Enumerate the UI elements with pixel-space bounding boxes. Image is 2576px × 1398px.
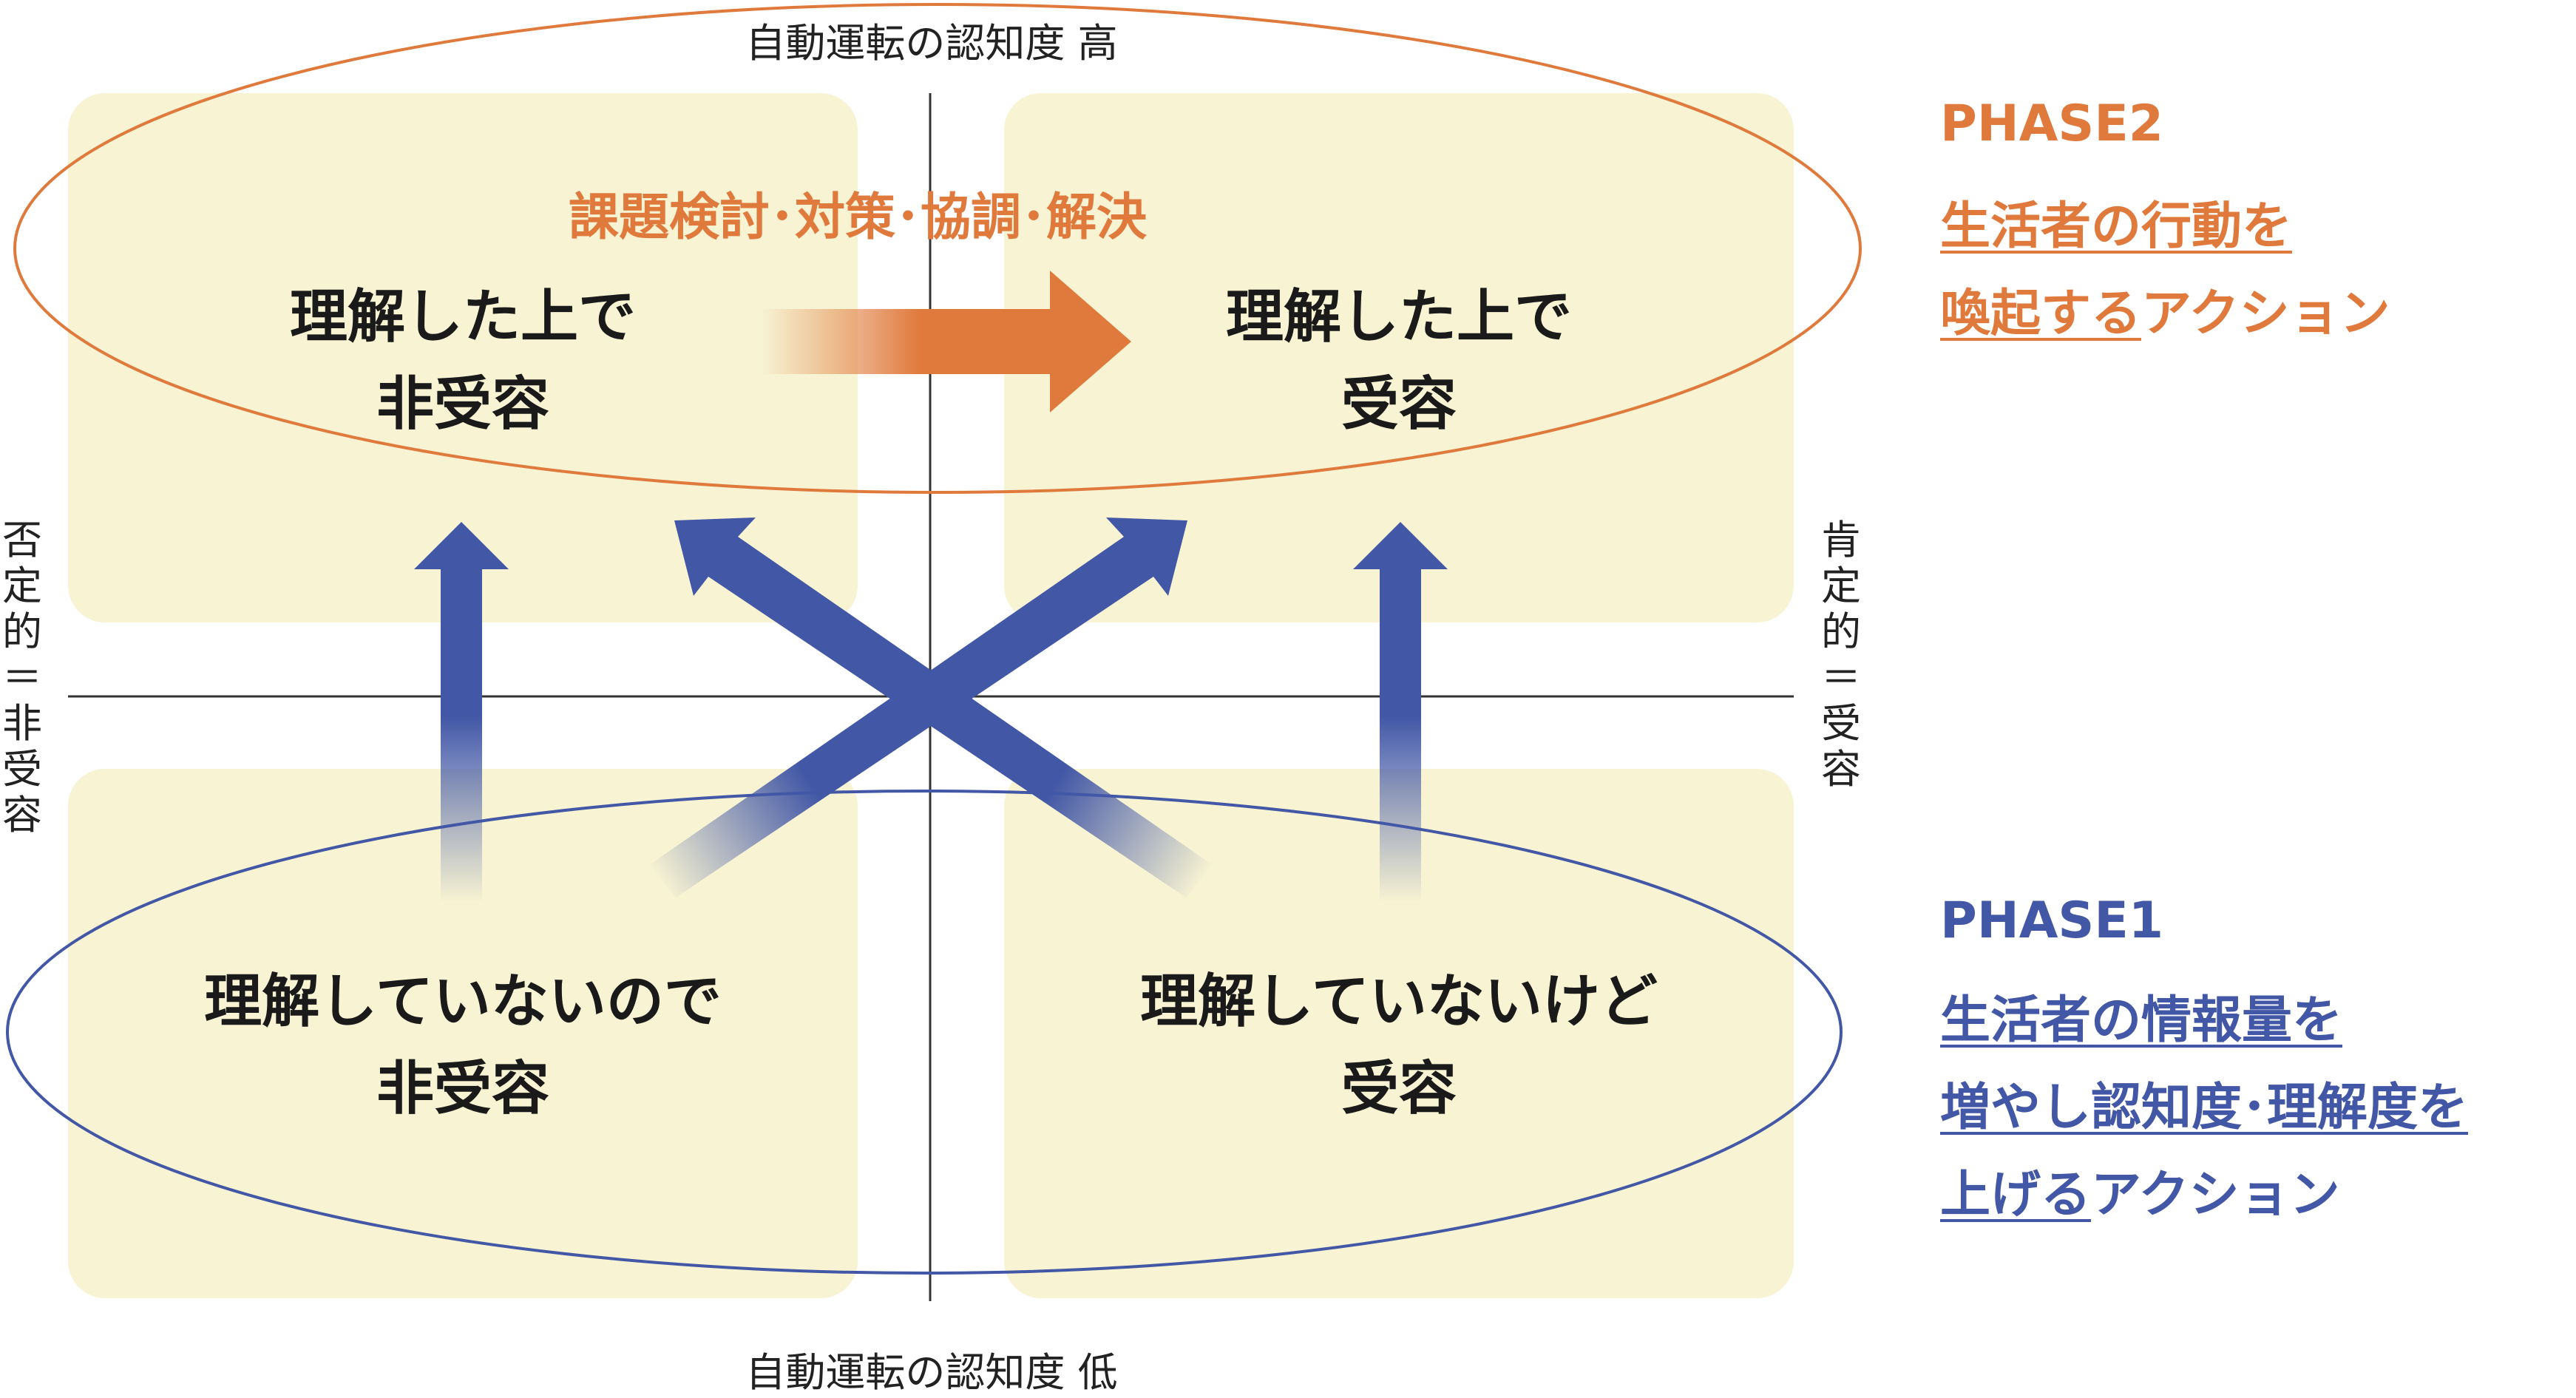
axis-left-char: 定 (2, 563, 42, 609)
quadrant-label-bottom-left: 理解していないので 非受容 (68, 958, 858, 1133)
axis-right-char: 定 (1821, 563, 1861, 609)
phase2-title: PHASE2 (1940, 95, 2164, 153)
quadrant-label-top-left: 理解した上で 非受容 (68, 274, 858, 448)
phase2-desc-underlined: 喚起する (1940, 285, 2142, 343)
blue-up-arrow-left (414, 522, 509, 902)
axis-left-char: 受 (2, 746, 42, 793)
quadrant-label-line: 理解した上で (289, 284, 636, 350)
axis-label-left: 否 定 的 ＝ 非 受 容 (0, 518, 44, 838)
quadrant-label-line: 理解した上で (1225, 284, 1572, 350)
phase1-ellipse (6, 790, 1843, 1275)
phase2-desc-plain: アクション (2141, 285, 2390, 343)
axis-left-char: 非 (2, 700, 42, 747)
phase2-task-label: 課題検討･対策･協調･解決 (568, 189, 1147, 247)
axis-label-right: 肯 定 的 ＝ 受 容 (1819, 518, 1863, 793)
phase1-title: PHASE1 (1940, 892, 2164, 950)
axis-right-char: 肯 (1821, 517, 1861, 563)
quadrant-label-line: 理解していないので (204, 968, 722, 1035)
axis-left-char: 容 (2, 792, 42, 838)
phase2-desc-underlined: 生活者の行動を (1940, 197, 2293, 256)
phase1-desc-line: 増やし認知度･理解度を (1940, 1065, 2468, 1152)
quadrant-label-line: 受容 (1340, 1056, 1457, 1122)
blue-diagonal-arrow-upper-right (649, 518, 1187, 897)
axis-label-bottom: 自動運転の認知度 低 (745, 1349, 1118, 1396)
phase1-description: 生活者の情報量を 増やし認知度･理解度を 上げるアクション (1940, 977, 2468, 1239)
quadrant-label-line: 非受容 (376, 371, 549, 438)
axis-left-char: 否 (2, 517, 42, 563)
phase1-desc-plain: アクション (2091, 1166, 2340, 1224)
axis-label-top: 自動運転の認知度 高 (745, 20, 1118, 67)
axis-right-char: 容 (1821, 746, 1861, 793)
orange-right-arrow (762, 271, 1131, 413)
axis-right-char: 的 (1821, 608, 1861, 655)
phase2-desc-line: 喚起するアクション (1940, 271, 2390, 358)
quadrant-label-bottom-right: 理解していないけど 受容 (1004, 958, 1794, 1133)
phase1-desc-underlined: 増やし認知度･理解度を (1940, 1079, 2469, 1137)
phase2-description: 生活者の行動を 喚起するアクション (1940, 183, 2390, 358)
phase2-desc-line: 生活者の行動を (1940, 183, 2390, 271)
quadrant-label-line: 非受容 (376, 1056, 549, 1122)
blue-up-arrow-right (1353, 522, 1448, 902)
quadrant-label-line: 理解していないけど (1140, 968, 1658, 1035)
phase1-desc-underlined: 生活者の情報量を (1940, 991, 2343, 1050)
axis-left-char: 的 (2, 608, 42, 655)
axis-left-char: ＝ (2, 654, 42, 701)
quadrant-label-line: 受容 (1340, 371, 1457, 438)
axis-right-char: 受 (1821, 700, 1861, 747)
phase1-desc-line: 上げるアクション (1940, 1152, 2468, 1239)
phase2-ellipse (13, 3, 1862, 494)
quadrant-label-top-right: 理解した上で 受容 (1004, 274, 1794, 448)
phase1-desc-underlined: 上げる (1940, 1166, 2092, 1224)
axis-right-char: ＝ (1821, 654, 1861, 701)
phase1-desc-line: 生活者の情報量を (1940, 977, 2468, 1065)
